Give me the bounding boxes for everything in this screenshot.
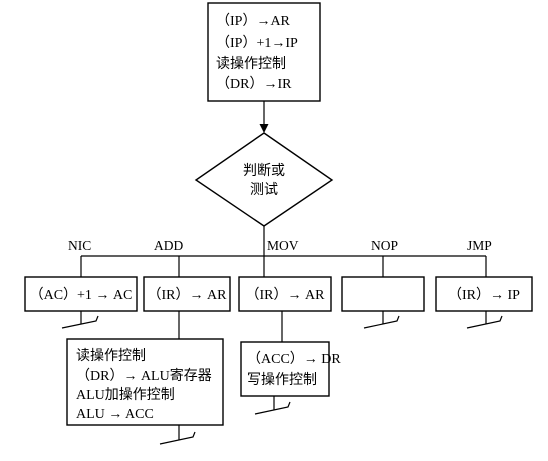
mov-detail-line-2: 写操作控制 — [247, 372, 317, 388]
branch-label-jmp: JMP — [467, 238, 492, 253]
add-detail-line-3: ALU加操作控制 — [76, 387, 175, 403]
fetch-line-4: （DR）→IR — [216, 76, 292, 92]
add-end-icon — [159, 431, 196, 445]
branch-label-nic: NIC — [68, 238, 91, 253]
branch-label-mov: MOV — [267, 238, 299, 253]
mov-box — [238, 276, 332, 312]
decision-line-2: 测试 — [250, 182, 278, 198]
decision-diamond — [194, 132, 334, 227]
add-box — [143, 276, 231, 312]
mov-detail-line-1: （ACC）→ DR — [247, 351, 341, 367]
branch-label-nop: NOP — [371, 238, 398, 253]
branch-label-add: ADD — [154, 238, 183, 253]
jmp-box-text: （IR）→ IP — [448, 287, 520, 303]
nop-end-icon — [363, 315, 400, 329]
decision-line-1: 判断或 — [243, 163, 285, 179]
mov-box-text: （IR）→ AR — [246, 287, 326, 303]
nic-box-text: （AC）+1 → AC — [30, 287, 133, 303]
mov-detail-box — [240, 341, 330, 397]
add-detail-line-4: ALU → ACC — [76, 407, 154, 422]
fetch-line-3: 读操作控制 — [216, 55, 286, 72]
nic-end-icon — [61, 315, 99, 329]
add-detail-line-1: 读操作控制 — [76, 347, 146, 364]
add-detail-line-2: （DR）→ ALU寄存器 — [76, 367, 212, 384]
fetch-line-2: （IP）+1→IP — [216, 35, 298, 51]
fetch-line-1: （IP）→AR — [216, 13, 291, 29]
fetch-box — [207, 2, 321, 102]
nop-box — [341, 276, 425, 312]
add-detail-box — [66, 338, 224, 426]
jmp-end-icon — [466, 315, 503, 329]
mov-end-icon — [254, 401, 291, 415]
down-arrow-icon — [259, 124, 269, 133]
add-box-text: （IR）→ AR — [148, 287, 228, 303]
jmp-box — [435, 276, 533, 312]
